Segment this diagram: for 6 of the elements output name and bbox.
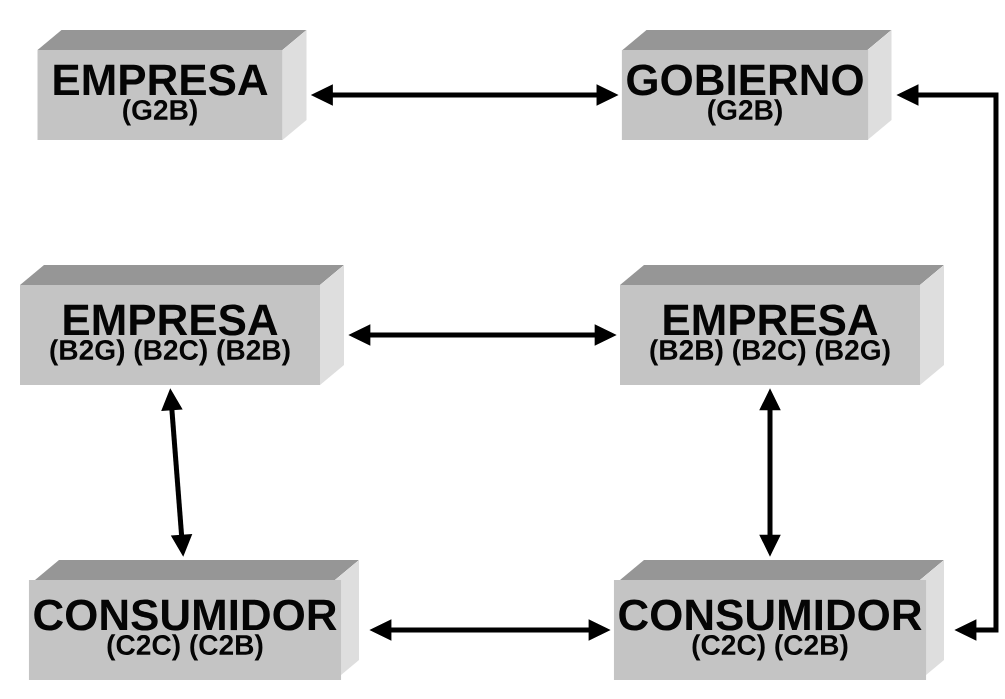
block-box: EMPRESA (B2G) (B2C) (B2B) <box>20 265 344 385</box>
block-box: CONSUMIDOR (C2C) (C2B) <box>28 560 359 680</box>
block-box: EMPRESA (B2B) (B2C) (B2G) <box>620 265 944 385</box>
block-box: EMPRESA (G2B) <box>37 30 307 140</box>
block-box: CONSUMIDOR (C2C) (C2B) <box>613 560 944 680</box>
block-box: GOBIERNO (G2B) <box>621 30 892 140</box>
